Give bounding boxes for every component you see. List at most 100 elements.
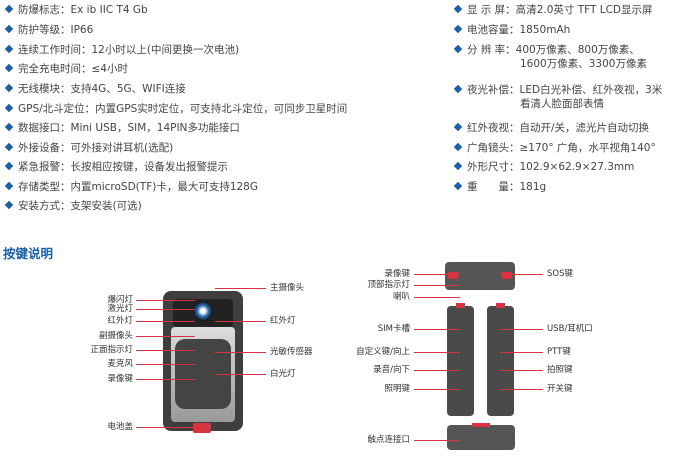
spec-item: 连续工作时间：12小时以上(中间更换一次电池) — [4, 43, 240, 57]
leader-line — [414, 440, 460, 441]
leader-line — [414, 297, 460, 298]
callout-label: 主摄像头 — [270, 283, 305, 293]
spec-text: 分 辨 率：400万像素、800万像素、 — [467, 44, 640, 56]
bullet-diamond-icon — [453, 84, 463, 94]
bullet-diamond-icon — [4, 24, 14, 34]
spec-item: 防爆标志：Ex ib IIC T4 Gb — [4, 3, 148, 17]
callout-label: 光敏传感器 — [270, 347, 313, 357]
leader-line — [414, 352, 460, 353]
bullet-diamond-icon — [453, 122, 463, 132]
spec-text: 防护等级：IP66 — [18, 24, 94, 36]
leader-line — [136, 364, 195, 365]
bullet-diamond-icon — [4, 83, 14, 93]
bullet-diamond-icon — [4, 4, 14, 14]
leader-line — [136, 309, 195, 310]
spec-item: 重 量：181g — [453, 180, 547, 194]
spec-item: GPS/北斗定位：内置GPS实时定位，可支持北斗定位，可同步卫星时间 — [4, 102, 348, 116]
bullet-diamond-icon — [4, 200, 14, 210]
leader-line — [414, 370, 460, 371]
spec-text: GPS/北斗定位：内置GPS实时定位，可支持北斗定位，可同步卫星时间 — [18, 103, 348, 115]
spec-text: 存储类型：内置microSD(TF)卡，最大可支持128G — [18, 181, 259, 193]
bullet-diamond-icon — [4, 161, 14, 171]
bullet-diamond-icon — [4, 122, 14, 132]
leader-line — [136, 336, 195, 337]
callout-label: 录像键 — [384, 269, 410, 279]
callout-label: 喇叭 — [392, 292, 410, 302]
spec-text-continued: 看清人脸面部表情 — [520, 98, 604, 110]
leader-line — [215, 321, 266, 322]
leader-line — [414, 274, 460, 275]
spec-text-continued: 1600万像素、3300万像素 — [520, 58, 647, 70]
callout-label: 顶部指示灯 — [367, 280, 410, 290]
callout-label: 开关键 — [547, 384, 573, 394]
leader-line — [414, 285, 460, 286]
spec-text: 红外夜视：自动开/关，滤光片自动切换 — [467, 122, 650, 134]
spec-item: 紧急报警：长按相应按键，设备发出报警提示 — [4, 160, 228, 174]
callout-label: 正面指示灯 — [90, 345, 133, 355]
callout-label: 照明键 — [384, 384, 410, 394]
spec-item: 电池容量：1850mAh — [453, 23, 571, 37]
spec-item: 显 示 屏：高清2.0英寸 TFT LCD显示屏 — [453, 3, 653, 17]
leader-line — [500, 352, 543, 353]
callout-label: 副摄像头 — [98, 331, 133, 341]
spec-item: 分 辨 率：400万像素、800万像素、 1600万像素、3300万像素 — [453, 43, 647, 71]
spec-item: 无线模块：支持4G、5G、WIFI连接 — [4, 82, 186, 96]
leader-line — [215, 288, 266, 289]
leader-line — [215, 374, 266, 375]
spec-item: 存储类型：内置microSD(TF)卡，最大可支持128G — [4, 180, 259, 194]
leader-line — [136, 379, 195, 380]
callout-label: 麦克风 — [107, 359, 133, 369]
leader-line — [215, 352, 266, 353]
spec-item: 数据接口：Mini USB，SIM，14PIN多功能接口 — [4, 121, 240, 135]
spec-text: 电池容量：1850mAh — [467, 24, 571, 36]
callout-label: 录像键 — [107, 374, 133, 384]
spec-text: 完全充电时间：≤4小时 — [18, 63, 128, 75]
callout-label: SOS键 — [547, 269, 573, 279]
battery-cover-latch — [193, 423, 211, 433]
spec-item: 外接设备：可外接对讲耳机(选配) — [4, 141, 174, 155]
spec-item: 防护等级：IP66 — [4, 23, 94, 37]
bullet-diamond-icon — [4, 181, 14, 191]
callout-label: PTT键 — [547, 347, 571, 357]
leader-line — [500, 389, 543, 390]
leader-line — [136, 350, 195, 351]
callout-label: USB/耳机口 — [547, 324, 593, 334]
callout-label: 自定义键/向上 — [356, 347, 410, 357]
spec-item: 安装方式：支架安装(可选) — [4, 199, 142, 213]
bullet-diamond-icon — [4, 44, 14, 54]
leader-line — [136, 321, 195, 322]
leader-line — [500, 274, 543, 275]
bullet-diamond-icon — [4, 103, 14, 113]
bullet-diamond-icon — [453, 181, 463, 191]
device-left-side-view — [447, 303, 474, 416]
leader-line — [414, 329, 460, 330]
spec-text: 重 量：181g — [467, 181, 547, 193]
callout-label: 红外灯 — [107, 316, 133, 326]
main-camera-lens — [193, 301, 213, 321]
spec-text: 紧急报警：长按相应按键，设备发出报警提示 — [18, 161, 228, 173]
spec-text: 外接设备：可外接对讲耳机(选配) — [18, 142, 174, 154]
spec-text: 防爆标志：Ex ib IIC T4 Gb — [18, 4, 148, 16]
leader-line — [500, 370, 543, 371]
device-bottom-view — [447, 423, 515, 450]
leader-line — [500, 329, 543, 330]
section-title: 按键说明 — [3, 246, 54, 261]
bullet-diamond-icon — [4, 142, 14, 152]
spec-text: 数据接口：Mini USB，SIM，14PIN多功能接口 — [18, 122, 240, 134]
callout-label: 拍照键 — [547, 365, 573, 375]
bullet-diamond-icon — [453, 4, 463, 14]
spec-text: 连续工作时间：12小时以上(中间更换一次电池) — [18, 44, 240, 56]
callout-label: 触点连接口 — [367, 435, 410, 445]
callout-label: 录音/向下 — [373, 365, 410, 375]
spec-text: 夜光补偿：LED白光补偿、红外夜视，3米 — [467, 84, 663, 96]
leader-line — [136, 427, 195, 428]
callout-label: 爆闪灯 — [107, 295, 133, 305]
bullet-diamond-icon — [4, 63, 14, 73]
bullet-diamond-icon — [453, 142, 463, 152]
spec-text: 安装方式：支架安装(可选) — [18, 200, 142, 212]
spec-item: 红外夜视：自动开/关，滤光片自动切换 — [453, 121, 650, 135]
bullet-diamond-icon — [453, 161, 463, 171]
callout-label: 激光灯 — [107, 304, 133, 314]
leader-line — [136, 300, 195, 301]
spec-item: 夜光补偿：LED白光补偿、红外夜视，3米看清人脸面部表情 — [453, 83, 663, 111]
